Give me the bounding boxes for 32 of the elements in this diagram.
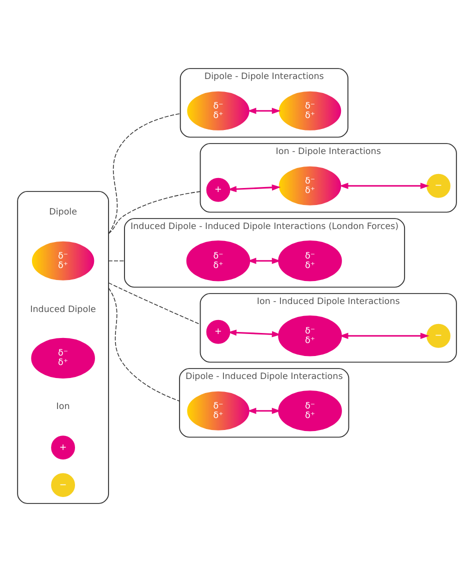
node-circle: + — [51, 435, 76, 460]
arrow — [247, 257, 281, 264]
node-ellipse: δ⁻ δ⁺ — [278, 390, 342, 431]
node-ellipse: δ⁻ δ⁺ — [278, 240, 342, 281]
node-circle: − — [51, 472, 76, 497]
node-ellipse: δ⁻ δ⁺ — [278, 165, 342, 206]
node-circle: − — [426, 323, 450, 348]
label: Induced Dipole — [30, 304, 96, 314]
arrow — [228, 184, 281, 192]
node-ellipse: δ⁻ δ⁺ — [186, 240, 250, 281]
connector — [108, 287, 180, 401]
arrow — [247, 407, 281, 414]
arrow — [339, 332, 430, 338]
connector — [108, 190, 201, 234]
connector — [108, 112, 181, 234]
label: Dipole — [49, 206, 78, 217]
node-ellipse: δ⁻ δ⁺ — [186, 90, 250, 131]
node-circle: + — [206, 177, 230, 202]
connector — [108, 260, 125, 261]
arrow — [228, 329, 281, 337]
node-circle: − — [426, 173, 450, 198]
label: Ion — [56, 402, 70, 412]
node-ellipse: δ⁻ δ⁺ — [186, 390, 250, 431]
arrow — [339, 182, 430, 188]
node-ellipse: δ⁻ δ⁺ — [278, 90, 342, 131]
node-ellipse: δ⁻ δ⁺ — [31, 240, 95, 281]
connector — [108, 282, 201, 324]
arrow — [247, 107, 281, 114]
node-circle: + — [206, 319, 230, 344]
node-ellipse: δ⁻ δ⁺ — [278, 315, 342, 356]
cluster — [17, 190, 110, 504]
node-ellipse: δ⁻ δ⁺ — [31, 337, 95, 378]
